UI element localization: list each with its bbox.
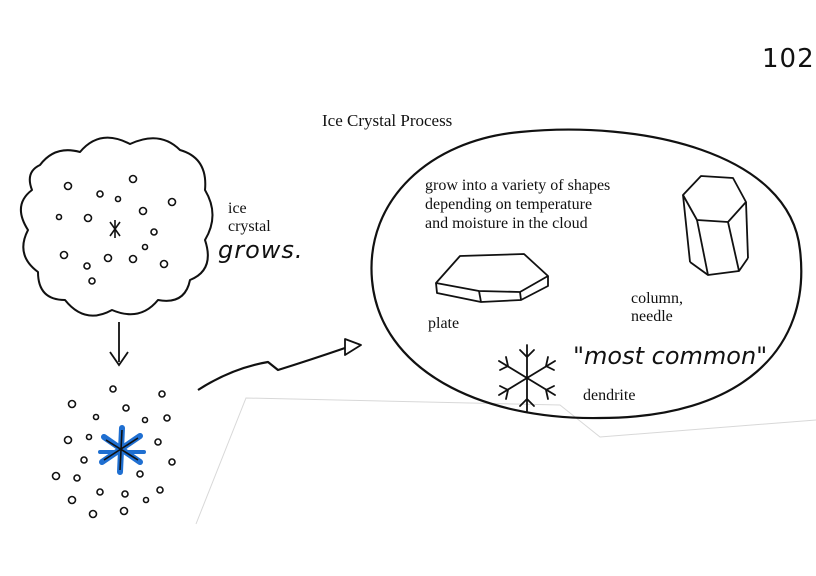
column-crystal-icon <box>682 175 749 276</box>
cloud-label-line3: grows. <box>218 236 304 264</box>
grown-droplets <box>51 385 176 519</box>
small-crystal-icon <box>109 220 121 238</box>
cloud-droplets <box>55 174 177 285</box>
crystal-core <box>103 429 139 471</box>
cloud-outline <box>20 136 214 317</box>
cloud-label-line2: crystal <box>228 218 271 235</box>
column-label-line2: needle <box>631 308 673 325</box>
page-number: 102 <box>762 44 815 74</box>
column-label-line1: column, <box>631 290 683 307</box>
down-arrow-icon <box>109 322 129 367</box>
paper-edge <box>195 397 816 525</box>
diagram-title: Ice Crystal Process <box>322 111 453 130</box>
dendrite-label: dendrite <box>583 387 636 404</box>
description-line2: depending on temperature <box>425 196 593 213</box>
shapes-description: grow into a variety of shapes depending … <box>425 176 610 233</box>
most-common-note: "most common" <box>573 342 768 370</box>
shapes-bubble-outline <box>370 128 803 420</box>
dendrite-snowflake-icon <box>498 344 556 412</box>
cloud-label-line1: ice <box>228 200 247 217</box>
plate-label: plate <box>428 315 460 332</box>
description-line3: and moisture in the cloud <box>425 215 588 232</box>
zigzag-arrow-icon <box>197 338 362 391</box>
description-line1: grow into a variety of shapes <box>425 177 611 194</box>
plate-crystal-icon <box>435 253 549 303</box>
